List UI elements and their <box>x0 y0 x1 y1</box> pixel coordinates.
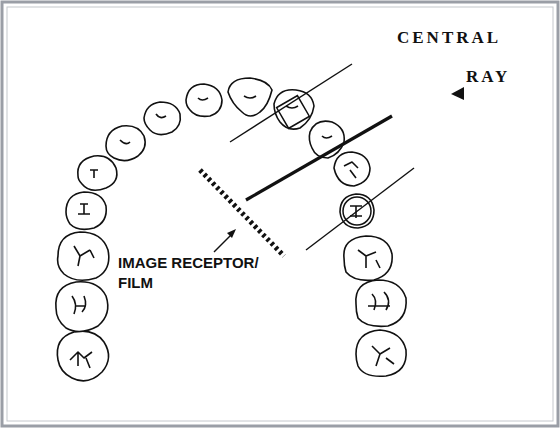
central-ray-line <box>230 64 352 142</box>
leader-line <box>214 234 232 252</box>
teeth <box>56 78 406 381</box>
central-ray-line <box>306 168 414 250</box>
image-receptor <box>200 170 284 256</box>
frame-inner <box>7 7 553 421</box>
tooth-marker <box>277 96 310 129</box>
leader-arrowhead <box>227 229 236 238</box>
label-text: CENTRAL <box>397 28 501 48</box>
label-text: IMAGE RECEPTOR/ FILM <box>118 253 268 293</box>
central-ray-line <box>246 116 392 200</box>
label-text: RAY <box>466 67 510 87</box>
central-ray-arrowhead <box>451 87 464 100</box>
